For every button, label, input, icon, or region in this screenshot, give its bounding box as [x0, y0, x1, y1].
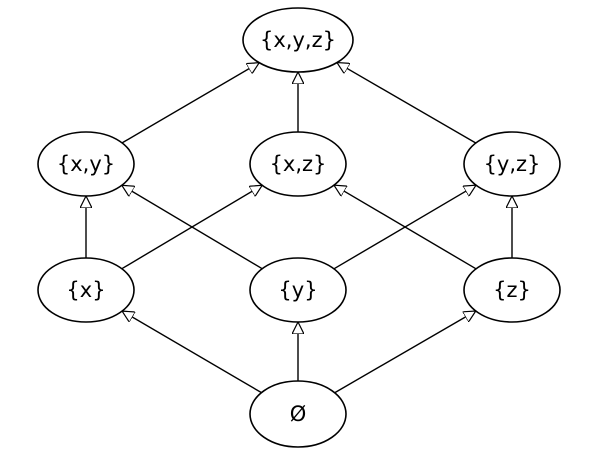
edge-yz-to-xyz — [337, 63, 477, 144]
node-xyz: {x,y,z} — [242, 7, 354, 73]
node-empty-ellipse — [249, 380, 347, 448]
node-y: {y} — [249, 257, 347, 323]
edges — [86, 63, 512, 394]
node-empty: Ø — [249, 380, 347, 448]
node-yz-ellipse — [463, 131, 561, 197]
node-xyz-label: {x,y,z} — [260, 28, 336, 52]
node-y-label: {y} — [278, 278, 317, 302]
nodes: {x,y,z} {x,y} {x,z} {y,z} {x} {y} {z} Ø — [37, 7, 561, 448]
node-z: {z} — [463, 257, 561, 323]
node-xz: {x,z} — [249, 131, 347, 197]
edge-xy-to-xyz — [121, 63, 259, 144]
node-yz-label: {y,z} — [484, 152, 541, 176]
node-x: {x} — [37, 257, 135, 323]
node-x-label: {x} — [66, 278, 105, 302]
node-x-ellipse — [37, 257, 135, 323]
node-xy: {x,y} — [37, 131, 135, 197]
node-xy-ellipse — [37, 131, 135, 197]
node-y-ellipse — [249, 257, 347, 323]
node-xy-label: {x,y} — [57, 152, 115, 176]
node-empty-label: Ø — [290, 402, 307, 426]
edge-y-to-xy — [122, 185, 263, 270]
node-xyz-ellipse — [242, 7, 354, 73]
edge-empty-to-x — [122, 311, 262, 394]
node-xz-label: {x,z} — [270, 152, 327, 176]
edge-z-to-xz — [334, 185, 477, 270]
node-z-ellipse — [463, 257, 561, 323]
node-xz-ellipse — [249, 131, 347, 197]
edge-empty-to-z — [334, 311, 476, 394]
node-yz: {y,z} — [463, 131, 561, 197]
node-z-label: {z} — [493, 278, 531, 302]
